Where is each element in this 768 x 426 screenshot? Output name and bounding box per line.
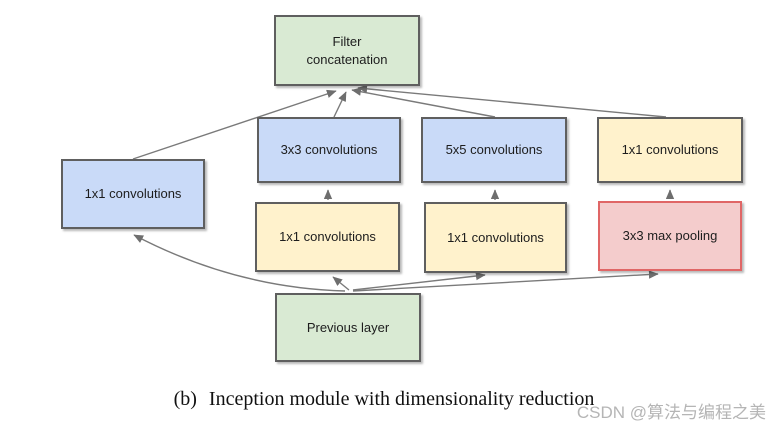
conv-1x1-right-node: 1x1 convolutions [597,117,743,183]
filter-concatenation-label: Filter concatenation [306,33,388,67]
conv-1x1-reduce-2-node: 1x1 convolutions [424,202,567,273]
conv-1x1-reduce-2-label: 1x1 convolutions [447,229,544,245]
previous-layer-node: Previous layer [275,293,421,362]
conv-1x1-reduce-1-label: 1x1 convolutions [279,229,376,245]
conv-5x5-label: 5x5 convolutions [445,142,543,158]
filter-concatenation-node: Filter concatenation [274,15,420,86]
csdn-watermark: CSDN @算法与编程之美 [576,403,766,422]
previous-layer-label: Previous layer [306,319,390,335]
conv-1x1-left-label: 1x1 convolutions [84,186,182,202]
max-pooling-node: 3x3 max pooling [598,201,742,271]
figure-caption-text: Inception module with dimensionality red… [208,388,595,410]
conv-3x3-label: 3x3 convolutions [280,142,378,158]
figure-caption: (b) Inception module with dimensionality … [0,388,768,411]
conv-1x1-left-node: 1x1 convolutions [61,159,205,229]
conv-3x3-node: 3x3 convolutions [257,117,401,183]
max-pooling-label: 3x3 max pooling [622,228,718,244]
conv-1x1-right-label: 1x1 convolutions [621,142,719,158]
conv-5x5-node: 5x5 convolutions [421,117,567,183]
figure-caption-index: (b) [173,388,197,410]
conv-1x1-reduce-1-node: 1x1 convolutions [255,202,400,272]
